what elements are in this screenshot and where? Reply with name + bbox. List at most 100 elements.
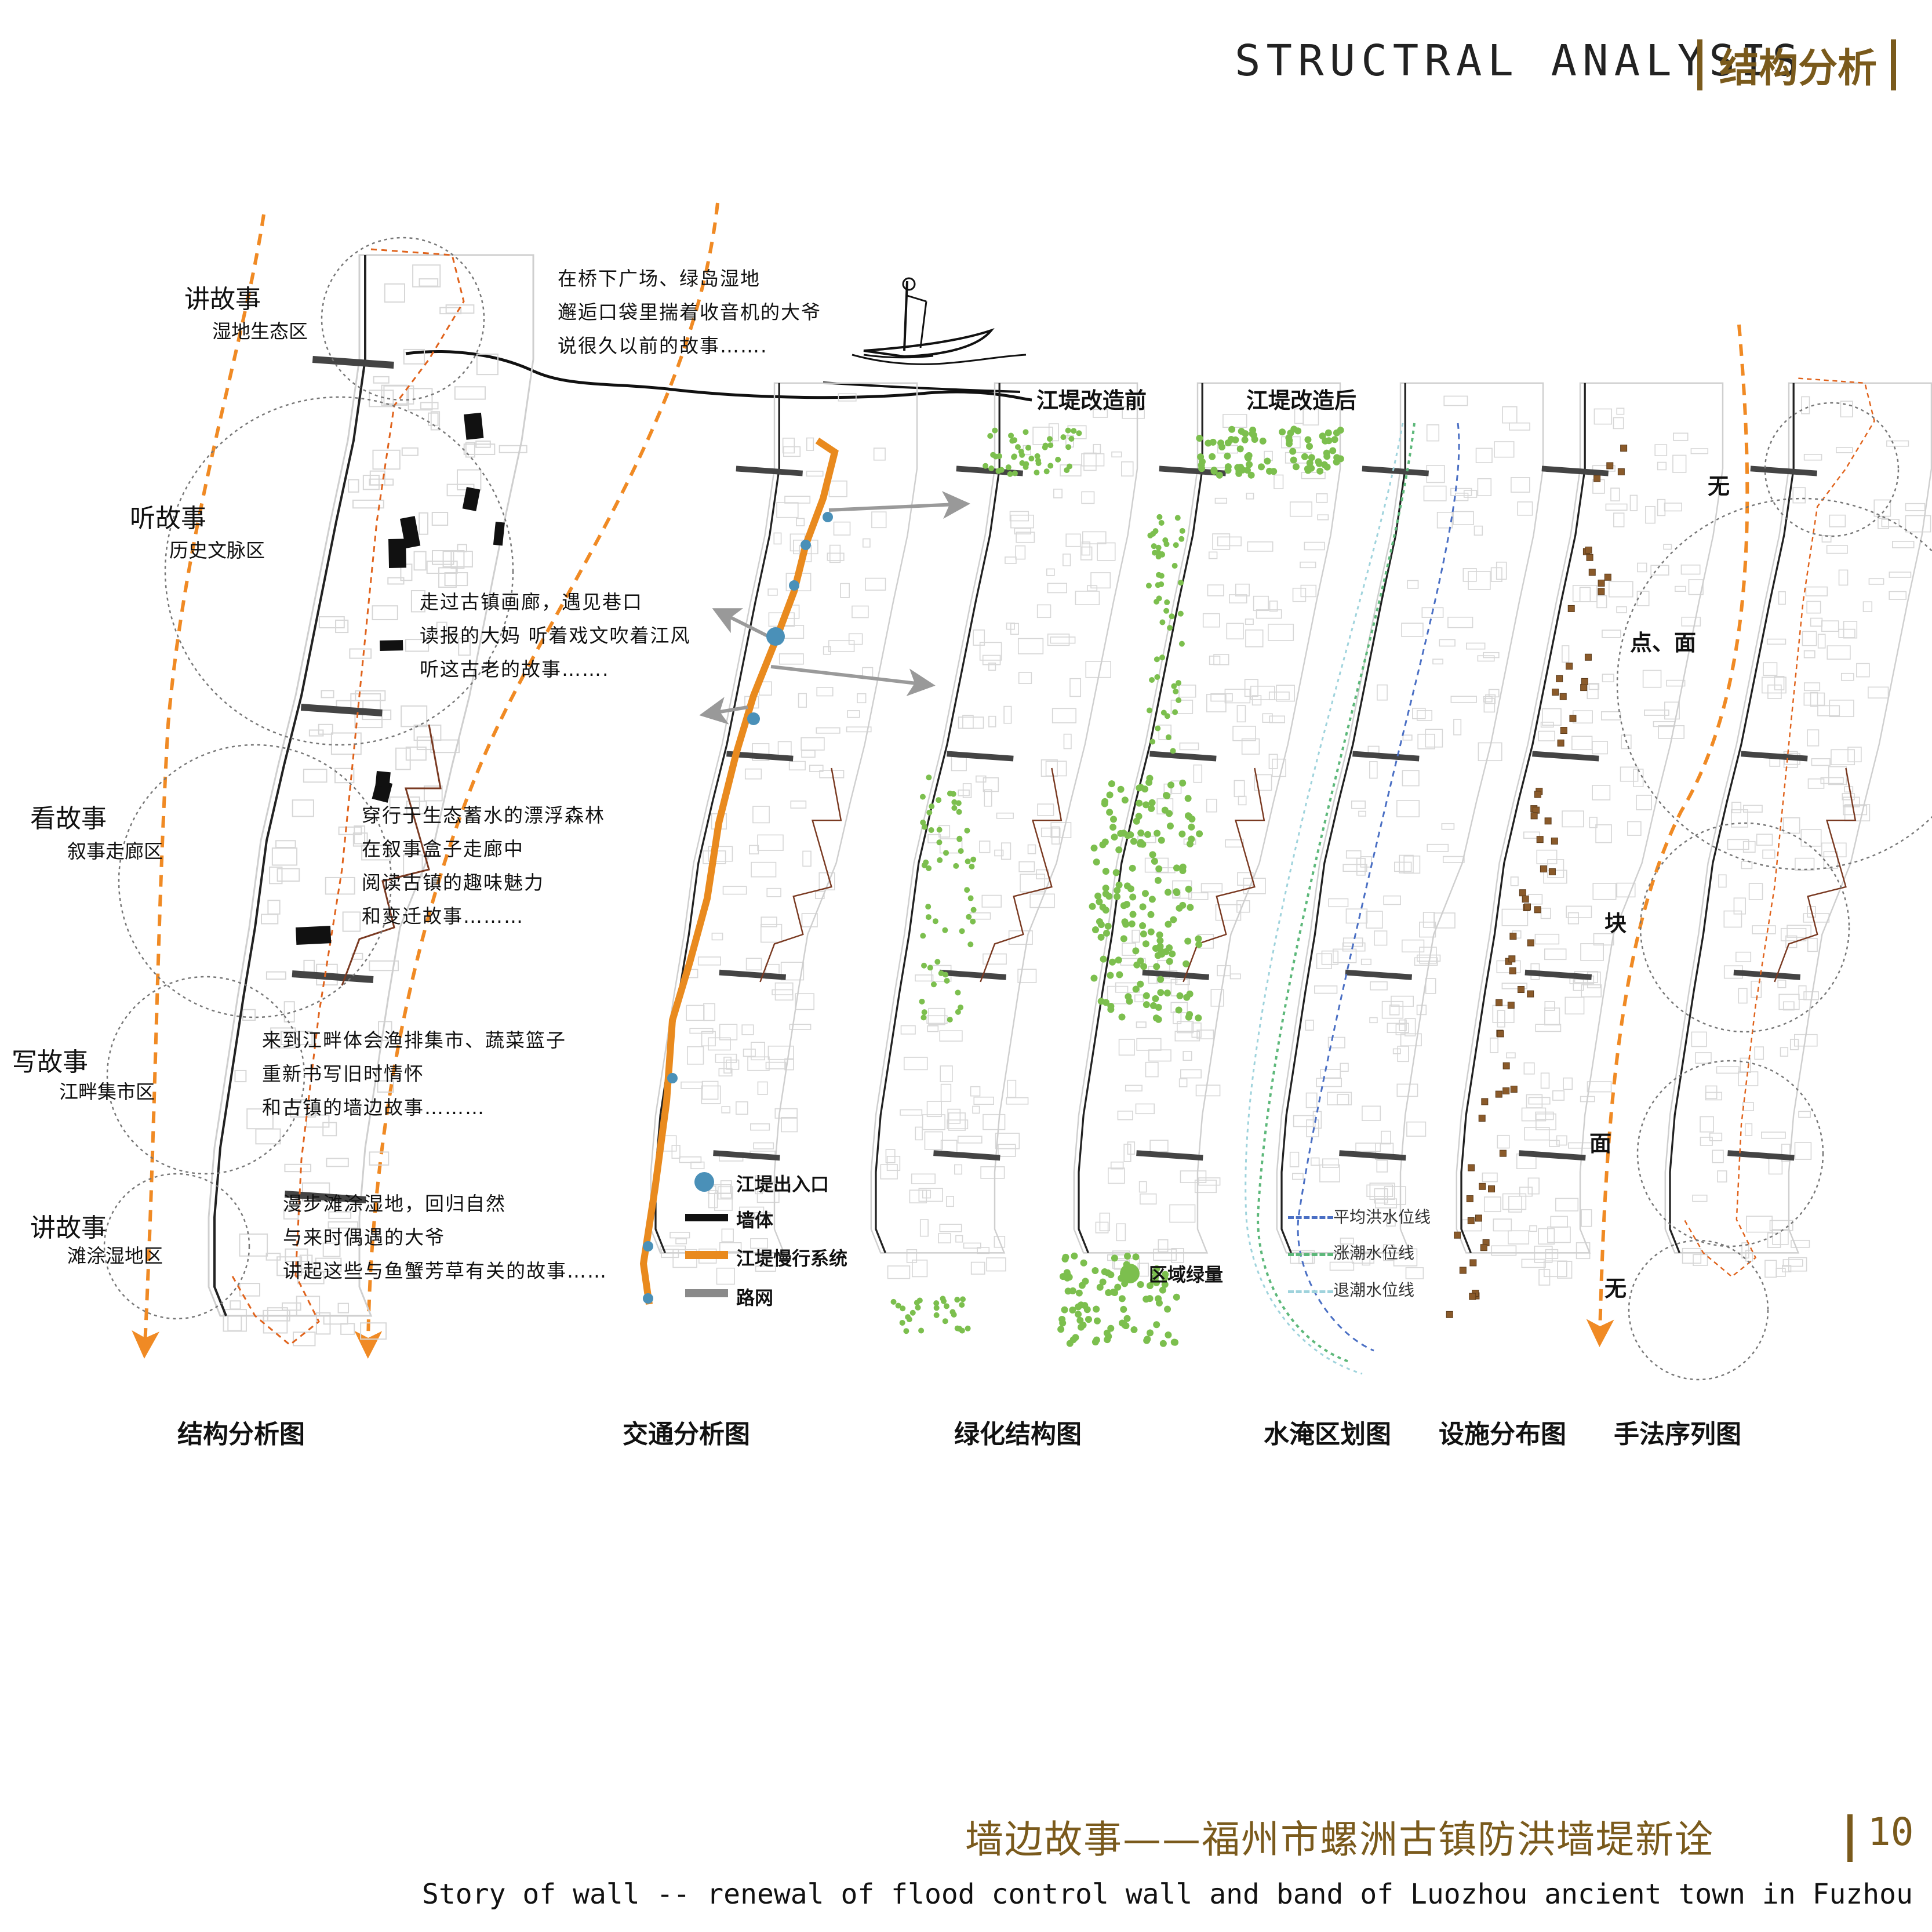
green-dot <box>1096 918 1103 925</box>
green-dot <box>992 453 999 460</box>
caption-structure: 结构分析图 <box>177 1420 305 1449</box>
green-dot <box>965 1325 971 1331</box>
green-dot <box>1176 697 1182 704</box>
green-dot <box>1102 890 1109 898</box>
header-divider-end <box>1891 39 1896 90</box>
facility-mark <box>1569 715 1577 722</box>
green-dot <box>1008 432 1014 439</box>
green-dot <box>906 1316 912 1323</box>
green-dot <box>1109 816 1117 823</box>
road-line <box>828 491 970 519</box>
green-dot <box>1099 904 1107 911</box>
green-dot <box>1143 1296 1150 1303</box>
facility-mark <box>1530 812 1538 820</box>
green-dot <box>954 1325 960 1331</box>
green-dot <box>933 1305 940 1311</box>
green-dot <box>992 427 998 434</box>
facility-mark <box>1606 462 1614 470</box>
building-mark <box>493 522 505 546</box>
zone-circle <box>118 744 392 1018</box>
green-dot <box>965 858 971 865</box>
green-dot <box>1129 893 1137 901</box>
green-dot <box>944 977 950 984</box>
green-dot <box>1140 930 1147 938</box>
green-dot <box>926 809 933 816</box>
green-dot <box>1173 1293 1180 1301</box>
green-dot <box>958 1004 964 1010</box>
green-dot <box>943 850 949 856</box>
green-dot <box>1117 829 1125 837</box>
green-dot <box>1115 881 1123 889</box>
facility-mark <box>1478 1114 1486 1122</box>
green-dot <box>1320 461 1328 468</box>
green-dot <box>1109 958 1116 966</box>
green-dot <box>1115 846 1123 854</box>
entrance-dot <box>643 1241 653 1251</box>
green-dot <box>955 989 961 996</box>
green-dot <box>942 927 948 933</box>
road-line <box>770 665 936 697</box>
zone-subtitle: 叙事走廊区 <box>67 840 163 863</box>
green-dot <box>987 433 994 439</box>
green-dot <box>1173 542 1179 548</box>
zone-subtitle: 江畔集市区 <box>59 1080 155 1103</box>
green-dot <box>1155 725 1161 732</box>
header-title-cn: 结构分析 <box>1719 46 1878 92</box>
green-dot <box>1065 427 1071 434</box>
zone-title: 讲故事 <box>184 285 261 314</box>
green-dot <box>1135 813 1143 820</box>
green-dot <box>1035 460 1042 467</box>
green-dot <box>929 803 935 810</box>
facility-mark <box>1581 678 1588 685</box>
green-dot <box>1185 885 1192 893</box>
green-dot <box>1183 960 1190 967</box>
green-dot <box>959 1296 966 1302</box>
green-dot <box>1329 447 1337 454</box>
green-dot <box>1103 1329 1111 1337</box>
green-dot <box>1091 1338 1099 1346</box>
green-dot <box>1143 1001 1150 1009</box>
green-dot <box>1197 453 1205 461</box>
green-dot <box>943 1303 949 1309</box>
green-dot <box>934 959 941 965</box>
slow-system-path <box>639 438 839 1305</box>
green-dot <box>953 863 959 869</box>
green-dot <box>1228 425 1236 433</box>
building-mark <box>388 539 407 568</box>
strip-facility <box>1456 382 1724 1286</box>
green-dot <box>1167 625 1173 631</box>
green-dot <box>1047 463 1054 469</box>
green-dot <box>1069 1306 1076 1314</box>
green-dot <box>1159 619 1166 625</box>
green-dot <box>1165 920 1172 928</box>
green-dot <box>1079 1322 1087 1329</box>
green-dot <box>1153 1265 1160 1272</box>
green-dot <box>1184 795 1192 802</box>
green-dot <box>1042 442 1049 449</box>
green-dot <box>1165 734 1171 740</box>
green-dot <box>1196 435 1203 442</box>
green-dot <box>956 809 962 815</box>
green-dot <box>1107 1325 1115 1332</box>
green-dot <box>959 1327 965 1334</box>
green-dot <box>921 962 927 969</box>
green-dot <box>1011 453 1017 460</box>
building-mark <box>375 770 391 788</box>
legend-label: 江堤慢行系统 <box>736 1247 848 1269</box>
green-dot <box>1093 1317 1101 1325</box>
green-dot <box>956 836 963 842</box>
green-dot <box>1178 830 1186 838</box>
green-dot <box>925 914 932 920</box>
green-dot <box>1142 940 1149 948</box>
green-dot <box>1175 1006 1183 1014</box>
green-dot <box>909 1309 916 1316</box>
green-dot <box>970 856 977 863</box>
green-dot <box>1152 1014 1160 1022</box>
green-dot <box>1173 864 1180 872</box>
green-dot <box>1187 904 1194 911</box>
green-dot <box>1019 460 1025 466</box>
green-dot <box>951 799 958 805</box>
green-dot <box>1137 829 1145 836</box>
flood-line-avg <box>1297 423 1460 1352</box>
zone-circle <box>164 396 514 746</box>
